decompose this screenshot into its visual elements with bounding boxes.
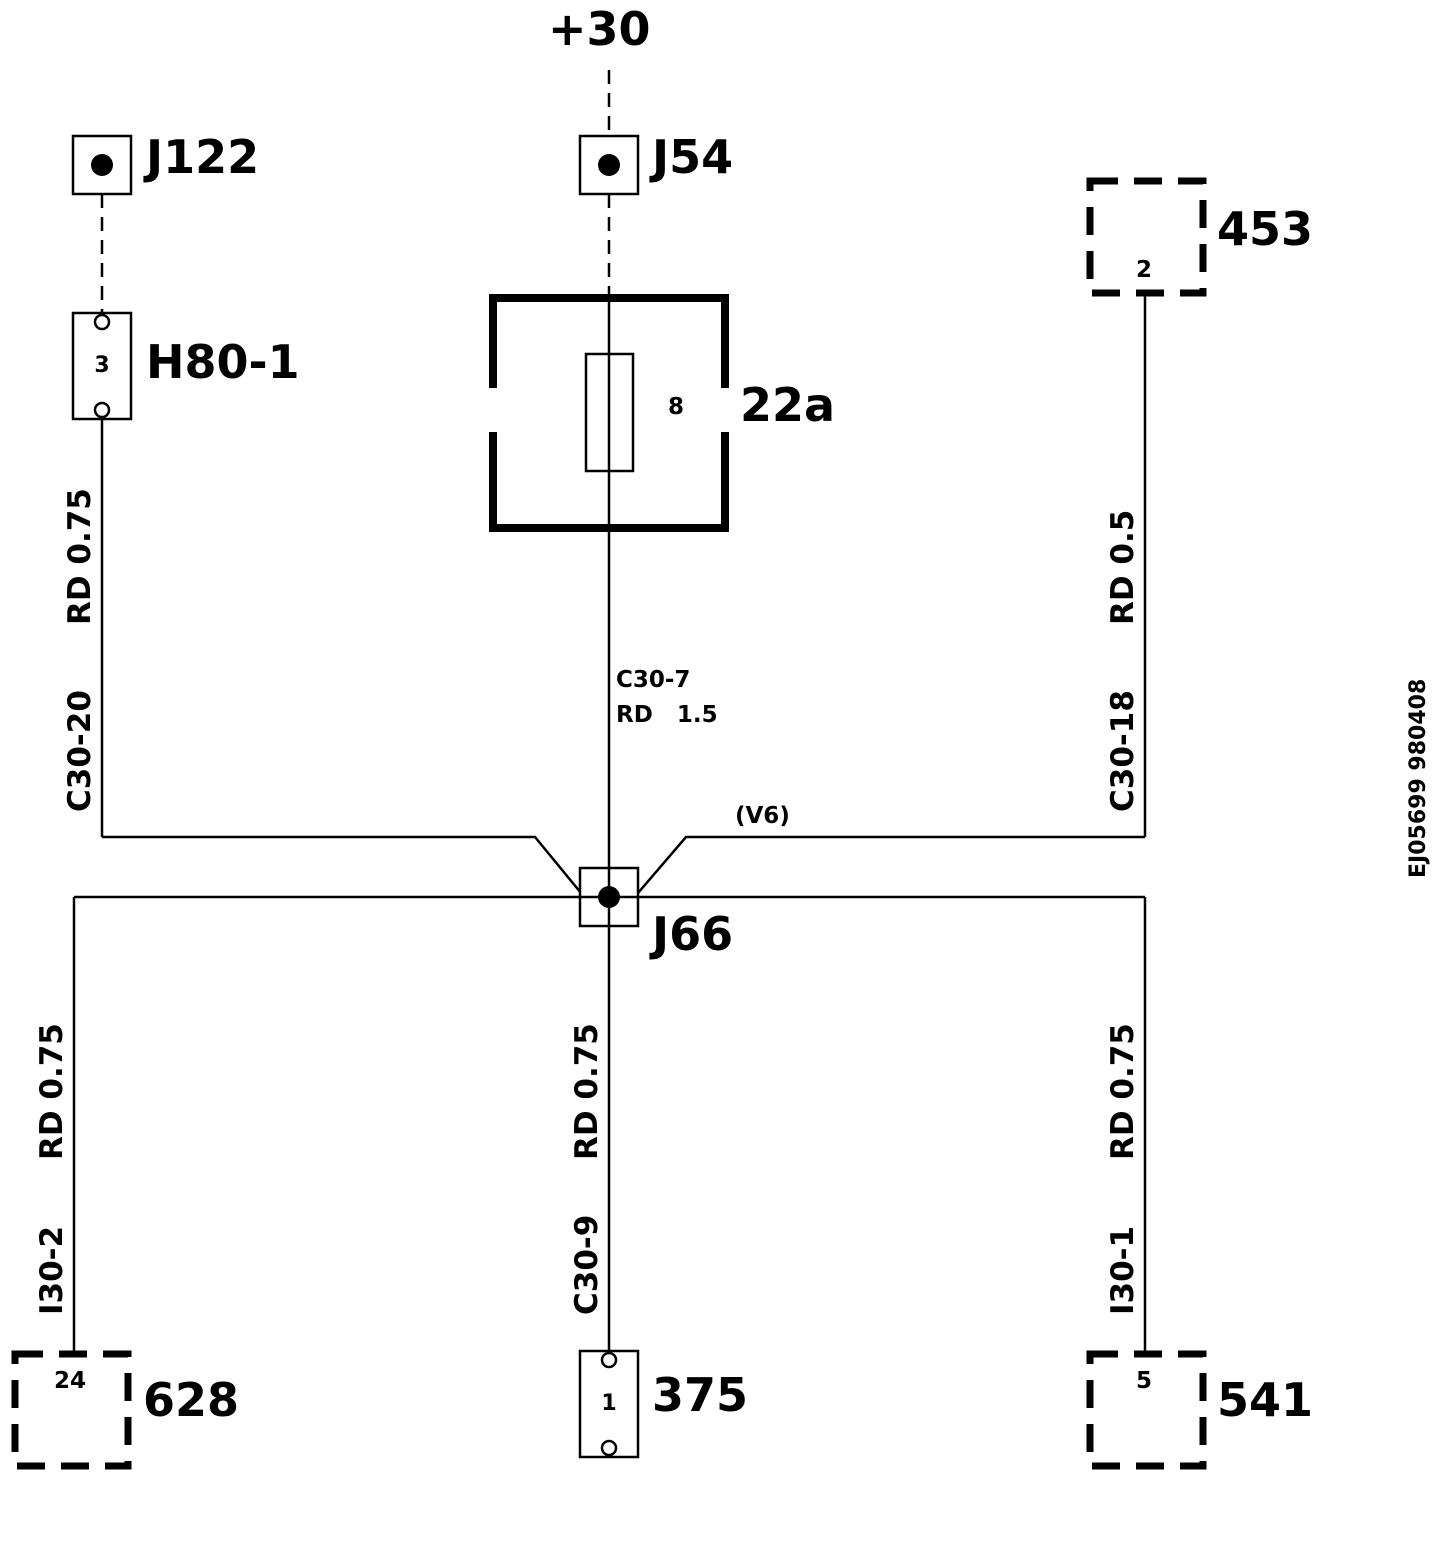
j54-node-dot: [598, 154, 620, 176]
v6-label: (V6): [735, 803, 790, 829]
wire-i30-2-circuit: I30-2: [34, 1226, 70, 1315]
j66-label: J66: [649, 907, 733, 961]
connector-541[interactable]: [1086, 1350, 1207, 1470]
j66-node-dot: [598, 886, 620, 908]
wire-c30-20-spec: RD 0.75: [62, 488, 98, 625]
supply-label: +30: [548, 2, 651, 56]
document-id: EJ05699 980408: [1406, 679, 1431, 878]
connector-375-pin-bottom: [600, 1439, 618, 1457]
connector-375-pin-top: [600, 1351, 618, 1369]
connector-453[interactable]: [1086, 177, 1207, 297]
wire-c30-18-to-j66: [637, 835, 1145, 894]
wire-c30-18-spec: RD 0.5: [1105, 510, 1141, 625]
connector-453-label: 453: [1217, 202, 1313, 256]
h80-1-pin-bottom: [93, 401, 111, 419]
connector-628-label: 628: [143, 1373, 239, 1427]
connector-541-pin-number: 5: [1136, 1368, 1152, 1394]
connector-375-pin-number: 1: [601, 1391, 616, 1416]
connector-375[interactable]: [578, 1349, 640, 1459]
connector-628-pin-number: 24: [54, 1368, 86, 1394]
connector-541-label: 541: [1217, 1373, 1313, 1427]
wire-c30-7-circuit: C30-7: [616, 667, 690, 693]
wire-c30-20-circuit: C30-20: [62, 690, 98, 812]
h80-1-pin-top: [93, 313, 111, 331]
j54-label: J54: [649, 130, 733, 184]
connector-453-pin-number: 2: [1136, 257, 1152, 283]
j122-node-dot: [91, 154, 113, 176]
h80-1-label: H80-1: [146, 335, 300, 389]
wire-c30-7-spec: RD 1.5: [616, 702, 718, 728]
j122-label: J122: [143, 130, 259, 184]
wire-i30-2-spec: RD 0.75: [34, 1023, 70, 1160]
h80-1-pin-number: 3: [94, 353, 109, 378]
wire-c30-9-circuit: C30-9: [569, 1215, 605, 1315]
wire-c30-20-to-j66: [102, 835, 582, 894]
fuse-pin-number: 8: [668, 394, 684, 420]
connector-628[interactable]: [11, 1350, 132, 1470]
connector-375-label: 375: [652, 1368, 748, 1422]
fuse-label: 22a: [740, 378, 835, 432]
wire-i30-1-circuit: I30-1: [1105, 1226, 1141, 1315]
wire-c30-18-circuit: C30-18: [1105, 690, 1141, 812]
wire-c30-9-spec: RD 0.75: [569, 1023, 605, 1160]
wire-i30-1-spec: RD 0.75: [1105, 1023, 1141, 1160]
